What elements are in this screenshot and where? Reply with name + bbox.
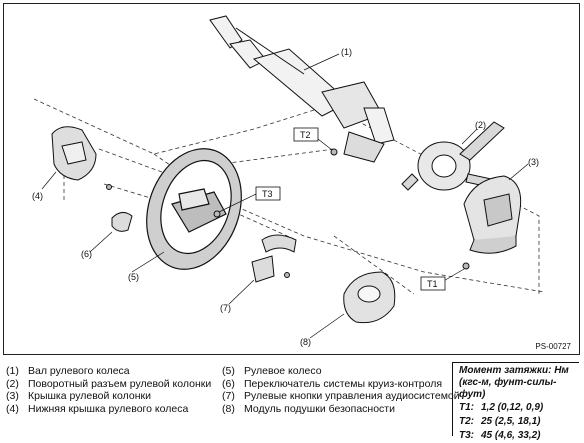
cruise-control-switch [111,212,133,232]
torque-row: T3:45 (4,6, 33,2) [459,430,541,441]
torque-row: T1:1,2 (0,12, 0,9) [459,402,544,413]
svg-text:T1: T1 [427,279,438,289]
torque-table: Момент затяжки: Нм (кгс-м, фунт-силы-фут… [452,362,579,441]
torque-box-t1: T1 [420,276,446,291]
callout-2: (2) [475,120,486,130]
torque-box-t2: T2 [293,127,319,142]
torque-subtitle: (кгс-м, фунт-силы-фут) [459,377,557,400]
legend-item: (6)Переключатель системы круиз-контроля [222,377,443,390]
exploded-view-diagram: (1) (2) (3) (4) (5) (6) (7) (8) T2 T3 T1 [32,15,545,347]
callout-5: (5) [128,272,139,282]
torque-title: Момент затяжки: Нм [459,365,569,376]
legend-item: (3)Крышка рулевой колонки [6,390,151,402]
legend-item: (7)Рулевые кнопки управления аудиосистем… [222,390,460,402]
svg-text:T2: T2 [300,130,311,140]
legend-left: (1)Вал рулевого колеса (2)Поворотный раз… [6,365,211,415]
airbag-module [343,271,396,324]
legend-item: (1)Вал рулевого колеса [6,365,130,377]
torque-box-t3: T3 [255,186,281,201]
callout-3: (3) [528,157,539,167]
svg-text:T3: T3 [262,189,273,199]
callout-6: (6) [81,249,92,259]
legend-item: (5)Рулевое колесо [222,365,322,377]
bolts [106,148,470,278]
legend-item: (8)Модуль подушки безопасности [222,402,395,415]
callout-4: (4) [32,191,43,201]
steering-shaft [209,15,395,163]
legend-item: (4)Нижняя крышка рулевого колеса [6,402,189,415]
rotary-connector [401,121,505,191]
column-cover [463,175,522,254]
diagram-code: PS-00727 [535,342,571,351]
legend-item: (2)Поворотный разъем рулевой колонки [6,377,212,390]
leader-lines [41,53,529,339]
audio-buttons [251,234,297,283]
torque-row: T2:25 (2,5, 18,1) [459,416,541,427]
callout-8: (8) [300,337,311,347]
legend-right: (5)Рулевое колесо (6)Переключатель систе… [222,365,460,415]
lower-wheel-cover [51,126,97,181]
callout-1: (1) [341,47,352,57]
diagram-frame: (1) (2) (3) (4) (5) (6) (7) (8) T2 T3 T1… [3,3,580,355]
steering-wheel [146,148,242,270]
callout-7: (7) [220,303,231,313]
